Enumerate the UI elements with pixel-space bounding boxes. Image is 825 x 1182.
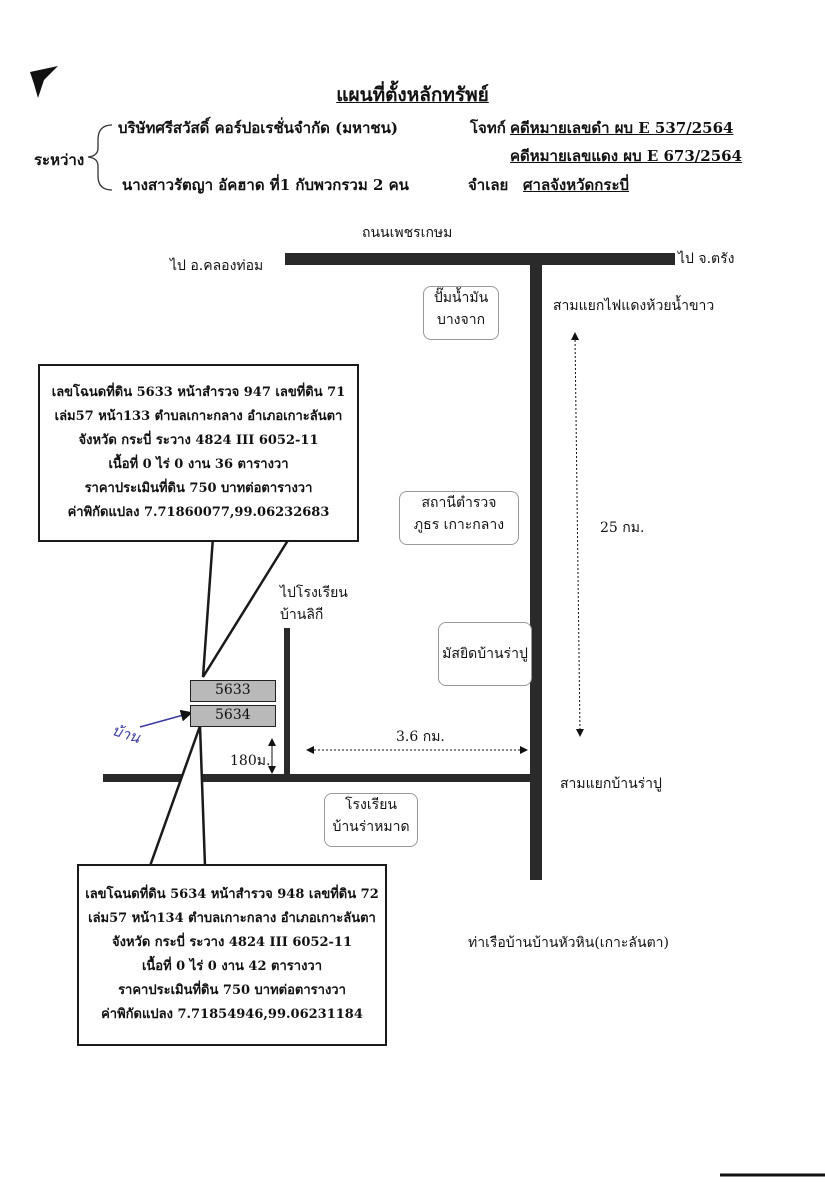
deed-5634-line4: เนื้อที่ 0 ไร่ 0 งาน 42 ตารางวา <box>141 959 323 974</box>
ink-smudge <box>30 66 58 98</box>
road-phetkasem <box>285 253 675 265</box>
police-station-box: สถานีตำรวจ ภูธร เกาะกลาง <box>399 491 519 545</box>
gas-station-line2: บางจาก <box>436 312 486 328</box>
arrow-25km <box>571 332 584 737</box>
plot-5633: 5633 <box>190 680 276 702</box>
junction-top-label: สามแยกไฟแดงห้วยน้ำขาว <box>553 298 715 314</box>
callout-deed2-pointer <box>148 725 207 867</box>
deed-5634-line3: จังหวัด กระบี่ ระวาง 4824 III 6052-11 <box>112 935 352 950</box>
gas-station-box: ปั๊มน้ำมัน บางจาก <box>423 286 499 340</box>
school-likee-line1: ไปโรงเรียน <box>280 585 348 601</box>
deed-5634-line6: ค่าพิกัดแปลง 7.71854946,99.06231184 <box>101 1007 363 1022</box>
deed-5634-line2: เล่ม57 หน้า134 ตำบลเกาะกลาง อำเภอเกาะลัน… <box>88 911 376 926</box>
black-case-number: คดีหมายเลขดำ ผบ E 537/2564 <box>510 119 734 137</box>
police-station-line2: ภูธร เกาะกลาง <box>413 517 505 533</box>
plot-5634: 5634 <box>190 705 276 727</box>
road-name-label: ถนนเพชรเกษม <box>362 225 453 241</box>
deed-5633-line6: ค่าพิกัดแปลง 7.71860077,99.06232683 <box>67 505 330 520</box>
gas-station-line1: ปั๊มน้ำมัน <box>433 290 489 306</box>
deed-5633-line4: เนื้อที่ 0 ไร่ 0 งาน 36 ตารางวา <box>108 457 289 472</box>
school-line1: โรงเรียน <box>345 797 397 813</box>
road-school-likee <box>284 628 290 776</box>
to-khlong-thom-label: ไป อ.คลองท่อม <box>170 258 264 274</box>
mosque-label: มัสยิดบ้านร่าปู <box>442 646 528 662</box>
distance-3-6km-label: 3.6 กม. <box>396 729 445 745</box>
deed-5634-info: เลขโฉนดที่ดิน 5634 หน้าสำรวจ 948 เลขที่ด… <box>77 864 387 1046</box>
school-box: โรงเรียน บ้านร่าหมาด <box>324 793 418 847</box>
police-station-line1: สถานีตำรวจ <box>421 495 497 511</box>
distance-25km-label: 25 กม. <box>600 520 645 536</box>
road-vertical-main <box>530 265 542 880</box>
to-trang-label: ไป จ.ตรัง <box>678 251 735 267</box>
header-bracket <box>87 124 113 191</box>
school-line2: บ้านร่าหมาด <box>332 819 410 835</box>
deed-5634-line1: เลขโฉนดที่ดิน 5634 หน้าสำรวจ 948 เลขที่ด… <box>85 887 379 902</box>
deed-5633-line2: เล่ม57 หน้า133 ตำบลเกาะกลาง อำเภอเกาะลัน… <box>54 409 343 424</box>
distance-180m-label: 180ม. <box>230 753 271 769</box>
junction-bottom-label: สามแยกบ้านร่าปู <box>560 776 662 792</box>
deed-5633-line3: จังหวัด กระบี่ ระวาง 4824 III 6052-11 <box>78 433 319 448</box>
between-label: ระหว่าง <box>34 151 85 169</box>
deed-5634-line5: ราคาประเมินที่ดิน 750 บาทต่อตารางวา <box>118 983 346 998</box>
court-name: ศาลจังหวัดกระบี่ <box>523 176 630 194</box>
defendant-role: จำเลย <box>468 176 509 194</box>
school-likee-line2: บ้านลิกี <box>280 607 324 623</box>
deed-5633-line5: ราคาประเมินที่ดิน 750 บาทต่อตารางวา <box>84 481 313 496</box>
handwritten-arrow <box>139 709 193 728</box>
plaintiff-name: บริษัทศรีสวัสดิ์ คอร์ปอเรชั่นจำกัด (มหาช… <box>118 119 398 137</box>
red-case-number: คดีหมายเลขแดง ผบ E 673/2564 <box>510 147 743 165</box>
plaintiff-role: โจทก์ <box>470 119 506 137</box>
page-title: แผนที่ตั้งหลักทรัพย์ <box>336 84 489 106</box>
road-bottom <box>103 774 540 782</box>
pier-label: ท่าเรือบ้านบ้านหัวหิน(เกาะลันตา) <box>468 935 669 951</box>
school-likee-label: ไปโรงเรียน บ้านลิกี <box>280 582 348 626</box>
callout-deed1-pointer <box>201 536 292 678</box>
deed-5633-line1: เลขโฉนดที่ดิน 5633 หน้าสำรวจ 947 เลขที่ด… <box>51 385 346 400</box>
deed-5633-info: เลขโฉนดที่ดิน 5633 หน้าสำรวจ 947 เลขที่ด… <box>38 364 359 542</box>
mosque-box: มัสยิดบ้านร่าปู <box>438 622 532 686</box>
defendant-name: นางสาวรัตญา อัคฮาด ที่1 กับพวกรวม 2 คน <box>122 176 409 194</box>
